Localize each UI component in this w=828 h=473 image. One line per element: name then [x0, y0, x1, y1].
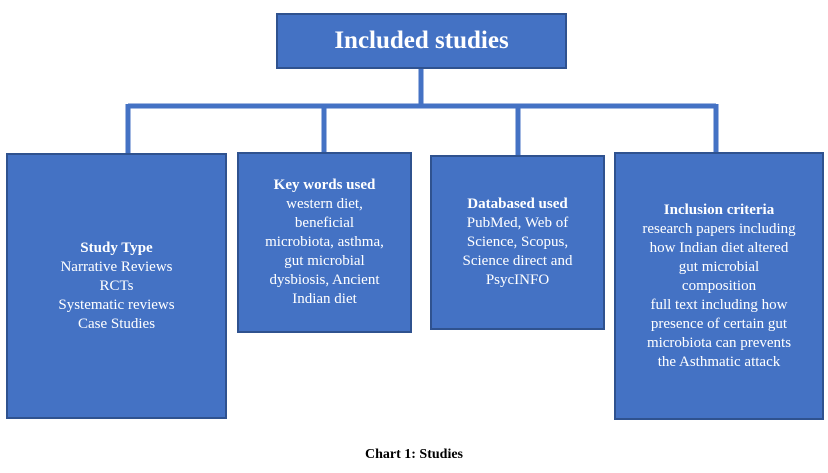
inclusion-criteria-line: composition [681, 277, 757, 294]
databases-line: PsycINFO [485, 272, 550, 288]
study-type-line: Case Studies [77, 315, 156, 332]
study-type-line: Systematic reviews [58, 296, 175, 313]
keywords-line: beneficial [294, 215, 355, 231]
inclusion-criteria-line: presence of certain gut [650, 315, 788, 332]
keywords-line: dysbiosis, Ancient [269, 272, 380, 288]
keywords-line: microbiota, asthma, [265, 234, 384, 250]
study-type-line: RCTs [99, 277, 134, 294]
databases-line: Science, Scopus, [466, 234, 569, 250]
keywords-line: western diet, [286, 196, 363, 212]
root-title: Included studies [334, 27, 509, 54]
inclusion-criteria-line: how Indian diet altered [649, 239, 789, 256]
databases-box: Databased used PubMed, Web of Science, S… [430, 155, 605, 330]
inclusion-criteria-box: Inclusion criteria research papers inclu… [614, 152, 824, 420]
databases-heading: Databased used [467, 196, 568, 212]
databases-line: Science direct and [462, 253, 573, 269]
root-box: Included studies [276, 13, 567, 69]
study-type-heading: Study Type [80, 239, 153, 256]
inclusion-criteria-heading: Inclusion criteria [663, 201, 775, 218]
study-type-line: Narrative Reviews [60, 258, 173, 275]
inclusion-criteria-line: gut microbial [678, 258, 760, 275]
inclusion-criteria-line: the Asthmatic attack [657, 353, 781, 370]
inclusion-criteria-line: full text including how [650, 296, 788, 313]
inclusion-criteria-line: microbiota can prevents [646, 334, 792, 351]
chart-caption: Chart 1: Studies [364, 447, 463, 462]
databases-line: PubMed, Web of [466, 215, 569, 231]
keywords-box: Key words used western diet, beneficial … [237, 152, 412, 333]
inclusion-criteria-line: research papers including [642, 220, 796, 237]
keywords-line: gut microbial [284, 253, 365, 269]
keywords-line: Indian diet [292, 291, 357, 307]
keywords-heading: Key words used [273, 177, 376, 193]
study-type-box: Study Type Narrative Reviews RCTs System… [6, 153, 227, 419]
